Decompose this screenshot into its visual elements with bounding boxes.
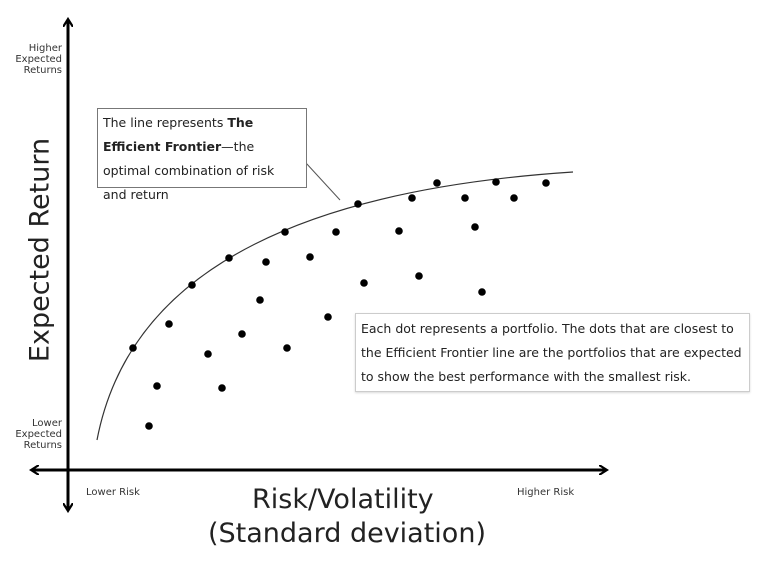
portfolio-dot bbox=[478, 288, 486, 296]
portfolio-dot bbox=[433, 179, 441, 187]
portfolio-dot bbox=[165, 320, 173, 328]
portfolio-dot bbox=[238, 330, 246, 338]
portfolio-dot bbox=[415, 272, 423, 280]
portfolio-dot bbox=[204, 350, 212, 358]
portfolio-dot bbox=[188, 281, 196, 289]
callout-leader-line bbox=[305, 162, 341, 201]
portfolio-dot bbox=[332, 228, 340, 236]
higher-risk-label: Higher Risk bbox=[517, 487, 575, 498]
portfolio-dot bbox=[354, 200, 362, 208]
portfolio-dot bbox=[281, 228, 289, 236]
portfolio-dot bbox=[492, 178, 500, 186]
dots-callout: Each dot represents a portfolio. The dot… bbox=[355, 313, 750, 392]
lower-risk-label: Lower Risk bbox=[86, 487, 140, 498]
portfolio-dot bbox=[218, 384, 226, 392]
y-axis-title: Expected Return bbox=[24, 137, 56, 363]
callout-text: —the optimal combination of risk and ret… bbox=[103, 139, 275, 202]
callout-text: The line represents bbox=[103, 115, 228, 130]
portfolio-dot bbox=[542, 179, 550, 187]
portfolio-dot bbox=[145, 422, 153, 430]
portfolio-dot bbox=[360, 279, 368, 287]
portfolio-dot bbox=[283, 344, 291, 352]
portfolio-dot bbox=[324, 313, 332, 321]
higher-returns-label: Higher Expected Returns bbox=[15, 43, 62, 76]
portfolio-dot bbox=[395, 227, 403, 235]
efficient-frontier-curve bbox=[96, 171, 574, 441]
lower-returns-label: Lower Expected Returns bbox=[15, 418, 62, 451]
portfolio-dot bbox=[256, 296, 264, 304]
x-axis-title: Risk/Volatility bbox=[252, 484, 434, 515]
callout-bold-text: The Efficient Frontier bbox=[103, 115, 254, 154]
portfolio-dot bbox=[408, 194, 416, 202]
x-axis-subtitle: (Standard deviation) bbox=[208, 518, 486, 549]
frontier-callout: The line represents The Efficient Fronti… bbox=[97, 108, 307, 202]
portfolio-dot bbox=[306, 253, 314, 261]
portfolio-dot bbox=[262, 258, 270, 266]
portfolio-dot bbox=[461, 194, 469, 202]
portfolio-dot bbox=[471, 223, 479, 231]
portfolio-dot bbox=[153, 382, 161, 390]
portfolio-dot bbox=[510, 194, 518, 202]
portfolio-dot bbox=[129, 344, 137, 352]
portfolio-dot bbox=[225, 254, 233, 262]
